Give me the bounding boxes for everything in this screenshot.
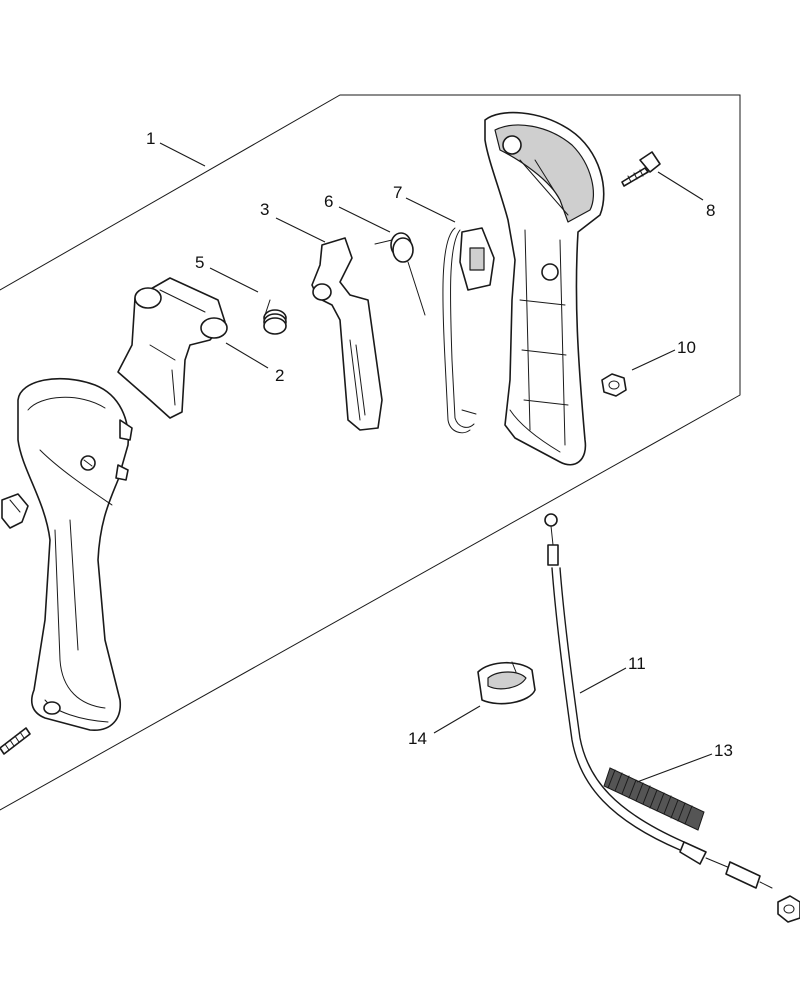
callout-6: 6 [324, 192, 333, 211]
callout-1: 1 [146, 129, 155, 148]
callout-8: 8 [706, 201, 715, 220]
callout-2: 2 [275, 366, 284, 385]
part-5-spring [263, 299, 287, 335]
cable-end-nut [777, 895, 800, 923]
part-8-screw [621, 151, 661, 187]
part-10-nut [601, 373, 627, 397]
part-11-throttle-cable [544, 513, 773, 889]
screw-lower-left [0, 727, 31, 755]
callout-13: 13 [714, 741, 733, 760]
callout-labels: 1 2 3 5 6 7 8 10 11 13 14 [146, 129, 733, 760]
callout-3: 3 [260, 200, 269, 219]
handle-half-right [484, 111, 605, 466]
small-part-left [1, 493, 29, 529]
assembly-boundary [0, 94, 741, 811]
part-14-clamp [477, 661, 536, 705]
callout-14: 14 [408, 729, 427, 748]
callout-10: 10 [677, 338, 696, 357]
handle-half-left [17, 377, 133, 731]
part-13-protector-tube [603, 767, 705, 831]
callout-7: 7 [393, 183, 402, 202]
callout-5: 5 [195, 253, 204, 272]
callout-11: 11 [628, 654, 646, 673]
part-2-throttle-lock [117, 277, 228, 419]
part-6-torsion-spring [374, 232, 426, 316]
part-7-stop-switch [442, 227, 495, 434]
leader-lines [159, 142, 713, 783]
part-3-throttle-trigger [311, 237, 383, 431]
